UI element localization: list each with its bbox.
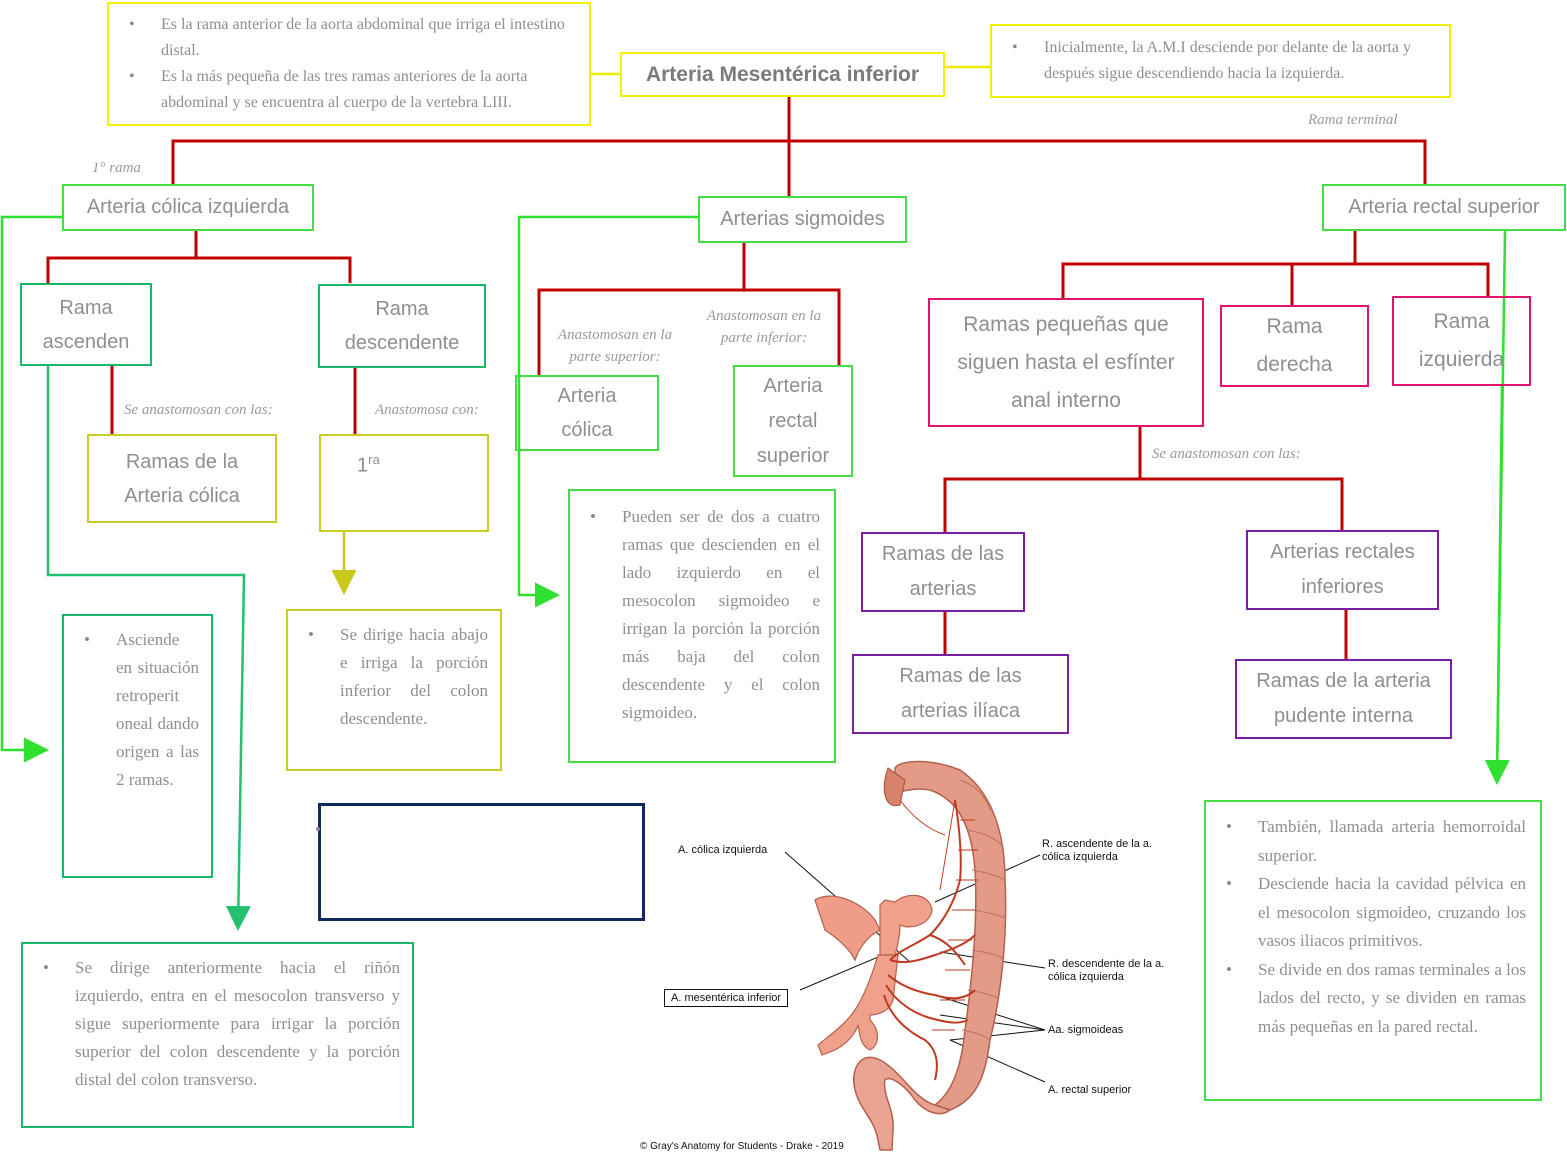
sig-rectal-superior-box: Arteria rectal superior xyxy=(733,365,853,477)
intro-left-item: Es la más pequeña de las tres ramas ante… xyxy=(129,64,579,116)
colica-izquierda-box: Arteria cólica izquierda xyxy=(62,184,314,231)
ramas-iliaca-label: Ramas de las arterias ilíaca xyxy=(899,665,1022,722)
ramas-arterias-label: Ramas de las arterias xyxy=(881,543,1005,600)
sig-rectal-superior-label: Arteria rectal superior xyxy=(756,374,830,467)
rectal-desc-item: También, llamada arteria hemorroidal sup… xyxy=(1226,813,1526,870)
img-label-colica-izquierda: A. cólica izquierda xyxy=(678,844,768,856)
primera-superscript: ra xyxy=(368,452,380,467)
label-anast-inferior: Anastomosan en la parte inferior: xyxy=(706,308,822,346)
ramas-arterias-box: Ramas de las arterias xyxy=(861,532,1025,612)
page-title: Arteria Mesentérica inferior xyxy=(645,62,920,86)
img-label-r-descendente: R. descendente de la a. cólica izquierda xyxy=(1048,958,1165,983)
rama-izquierda-box: Rama izquierda xyxy=(1392,296,1531,386)
rama-ascendente-label: Rama ascenden xyxy=(42,296,130,353)
image-credit: © Gray's Anatomy for Students - Drake - … xyxy=(640,1141,844,1152)
rectales-inferiores-box: Arterias rectales inferiores xyxy=(1246,530,1439,610)
rectal-desc-box: También, llamada arteria hemorroidal sup… xyxy=(1204,800,1542,1101)
pudente-label: Ramas de la arteria pudente interna xyxy=(1256,670,1431,727)
img-label-rectal-superior: A. rectal superior xyxy=(1048,1084,1132,1096)
colica-main-desc-box: Se dirige anteriormente hacia el riñón i… xyxy=(21,942,414,1128)
sigmoides-desc: Pueden ser de dos a cuatro ramas que des… xyxy=(590,503,820,727)
rama-descendente-label: Rama descendente xyxy=(344,298,460,354)
intro-right-item: Inicialmente, la A.M.I desciende por del… xyxy=(1012,35,1439,87)
rama-derecha-box: Rama derecha xyxy=(1220,305,1369,387)
rectal-desc-item: Se divide en dos ramas terminales a los … xyxy=(1226,956,1526,1042)
empty-bullet xyxy=(315,820,642,840)
intro-left-item: Es la rama anterior de la aorta abdomina… xyxy=(129,12,579,64)
intro-left-box: Es la rama anterior de la aorta abdomina… xyxy=(107,2,591,126)
descendente-desc-box: Se dirige hacia abajo e irriga la porció… xyxy=(286,609,502,771)
descendente-desc: Se dirige hacia abajo e irriga la porció… xyxy=(308,621,488,733)
label-anastomosa-con: Anastomosa con: xyxy=(375,402,479,418)
pudente-box: Ramas de la arteria pudente interna xyxy=(1235,659,1452,739)
rama-descendente-box: Rama descendente xyxy=(318,284,486,368)
ramas-arteria-colica-label: Ramas de la Arteria cólica xyxy=(124,450,240,507)
img-label-r-ascendente: R. ascendente de la a. cólica izquierda xyxy=(1042,838,1153,863)
ramas-iliaca-box: Ramas de las arterias ilíaca xyxy=(852,654,1069,734)
label-se-anastomosan: Se anastomosan con las: xyxy=(124,402,273,418)
empty-navy-box xyxy=(315,803,645,921)
ramas-pequenas-label: Ramas pequeñas que siguen hasta el esfín… xyxy=(957,312,1175,412)
rama-ascendente-box: Rama ascenden xyxy=(20,283,152,366)
arteria-colica-label: Arteria cólica xyxy=(557,385,617,441)
colon-drawing xyxy=(814,760,1007,1151)
intro-right-box: Inicialmente, la A.M.I desciende por del… xyxy=(990,24,1451,98)
rectal-desc-item: Desciende hacia la cavidad pélvica en el… xyxy=(1226,870,1526,956)
ascendente-desc: Asciende en situación retroperit oneal d… xyxy=(84,626,199,794)
ramas-pequenas-box: Ramas pequeñas que siguen hasta el esfín… xyxy=(928,298,1204,427)
colica-main-desc: Se dirige anteriormente hacia el riñón i… xyxy=(43,954,400,1094)
rectal-superior-title: Arteria rectal superior xyxy=(1348,196,1540,218)
label-rama-terminal: Rama terminal xyxy=(1308,112,1398,128)
img-label-sigmoideas: Aa. sigmoideas xyxy=(1048,1024,1124,1036)
primera-box: 1ra xyxy=(319,434,489,532)
rectales-inferiores-label: Arterias rectales inferiores xyxy=(1270,541,1415,598)
sigmoides-box: Arterias sigmoides xyxy=(698,196,907,243)
rama-derecha-label: Rama derecha xyxy=(1256,315,1333,376)
sigmoides-title: Arterias sigmoides xyxy=(720,208,885,230)
colica-izquierda-title: Arteria cólica izquierda xyxy=(86,196,290,218)
arteria-colica-box: Arteria cólica xyxy=(515,375,659,451)
ascendente-desc-box: Asciende en situación retroperit oneal d… xyxy=(62,614,213,878)
label-se-anastomosan-2: Se anastomosan con las: xyxy=(1152,446,1301,462)
primera-label: 1 xyxy=(357,454,369,477)
label-primera-rama: 1° rama xyxy=(92,160,141,176)
ramas-arteria-colica-box: Ramas de la Arteria cólica xyxy=(87,434,277,523)
title-box: Arteria Mesentérica inferior xyxy=(620,52,945,97)
rectal-superior-box: Arteria rectal superior xyxy=(1322,184,1566,231)
sigmoides-desc-box: Pueden ser de dos a cuatro ramas que des… xyxy=(568,489,836,763)
label-anast-superior: Anastomosan en la parte superior: xyxy=(557,327,673,365)
img-label-mesenterica: A. mesentérica inferior xyxy=(664,989,789,1007)
rama-izquierda-label: Rama izquierda xyxy=(1418,310,1505,371)
